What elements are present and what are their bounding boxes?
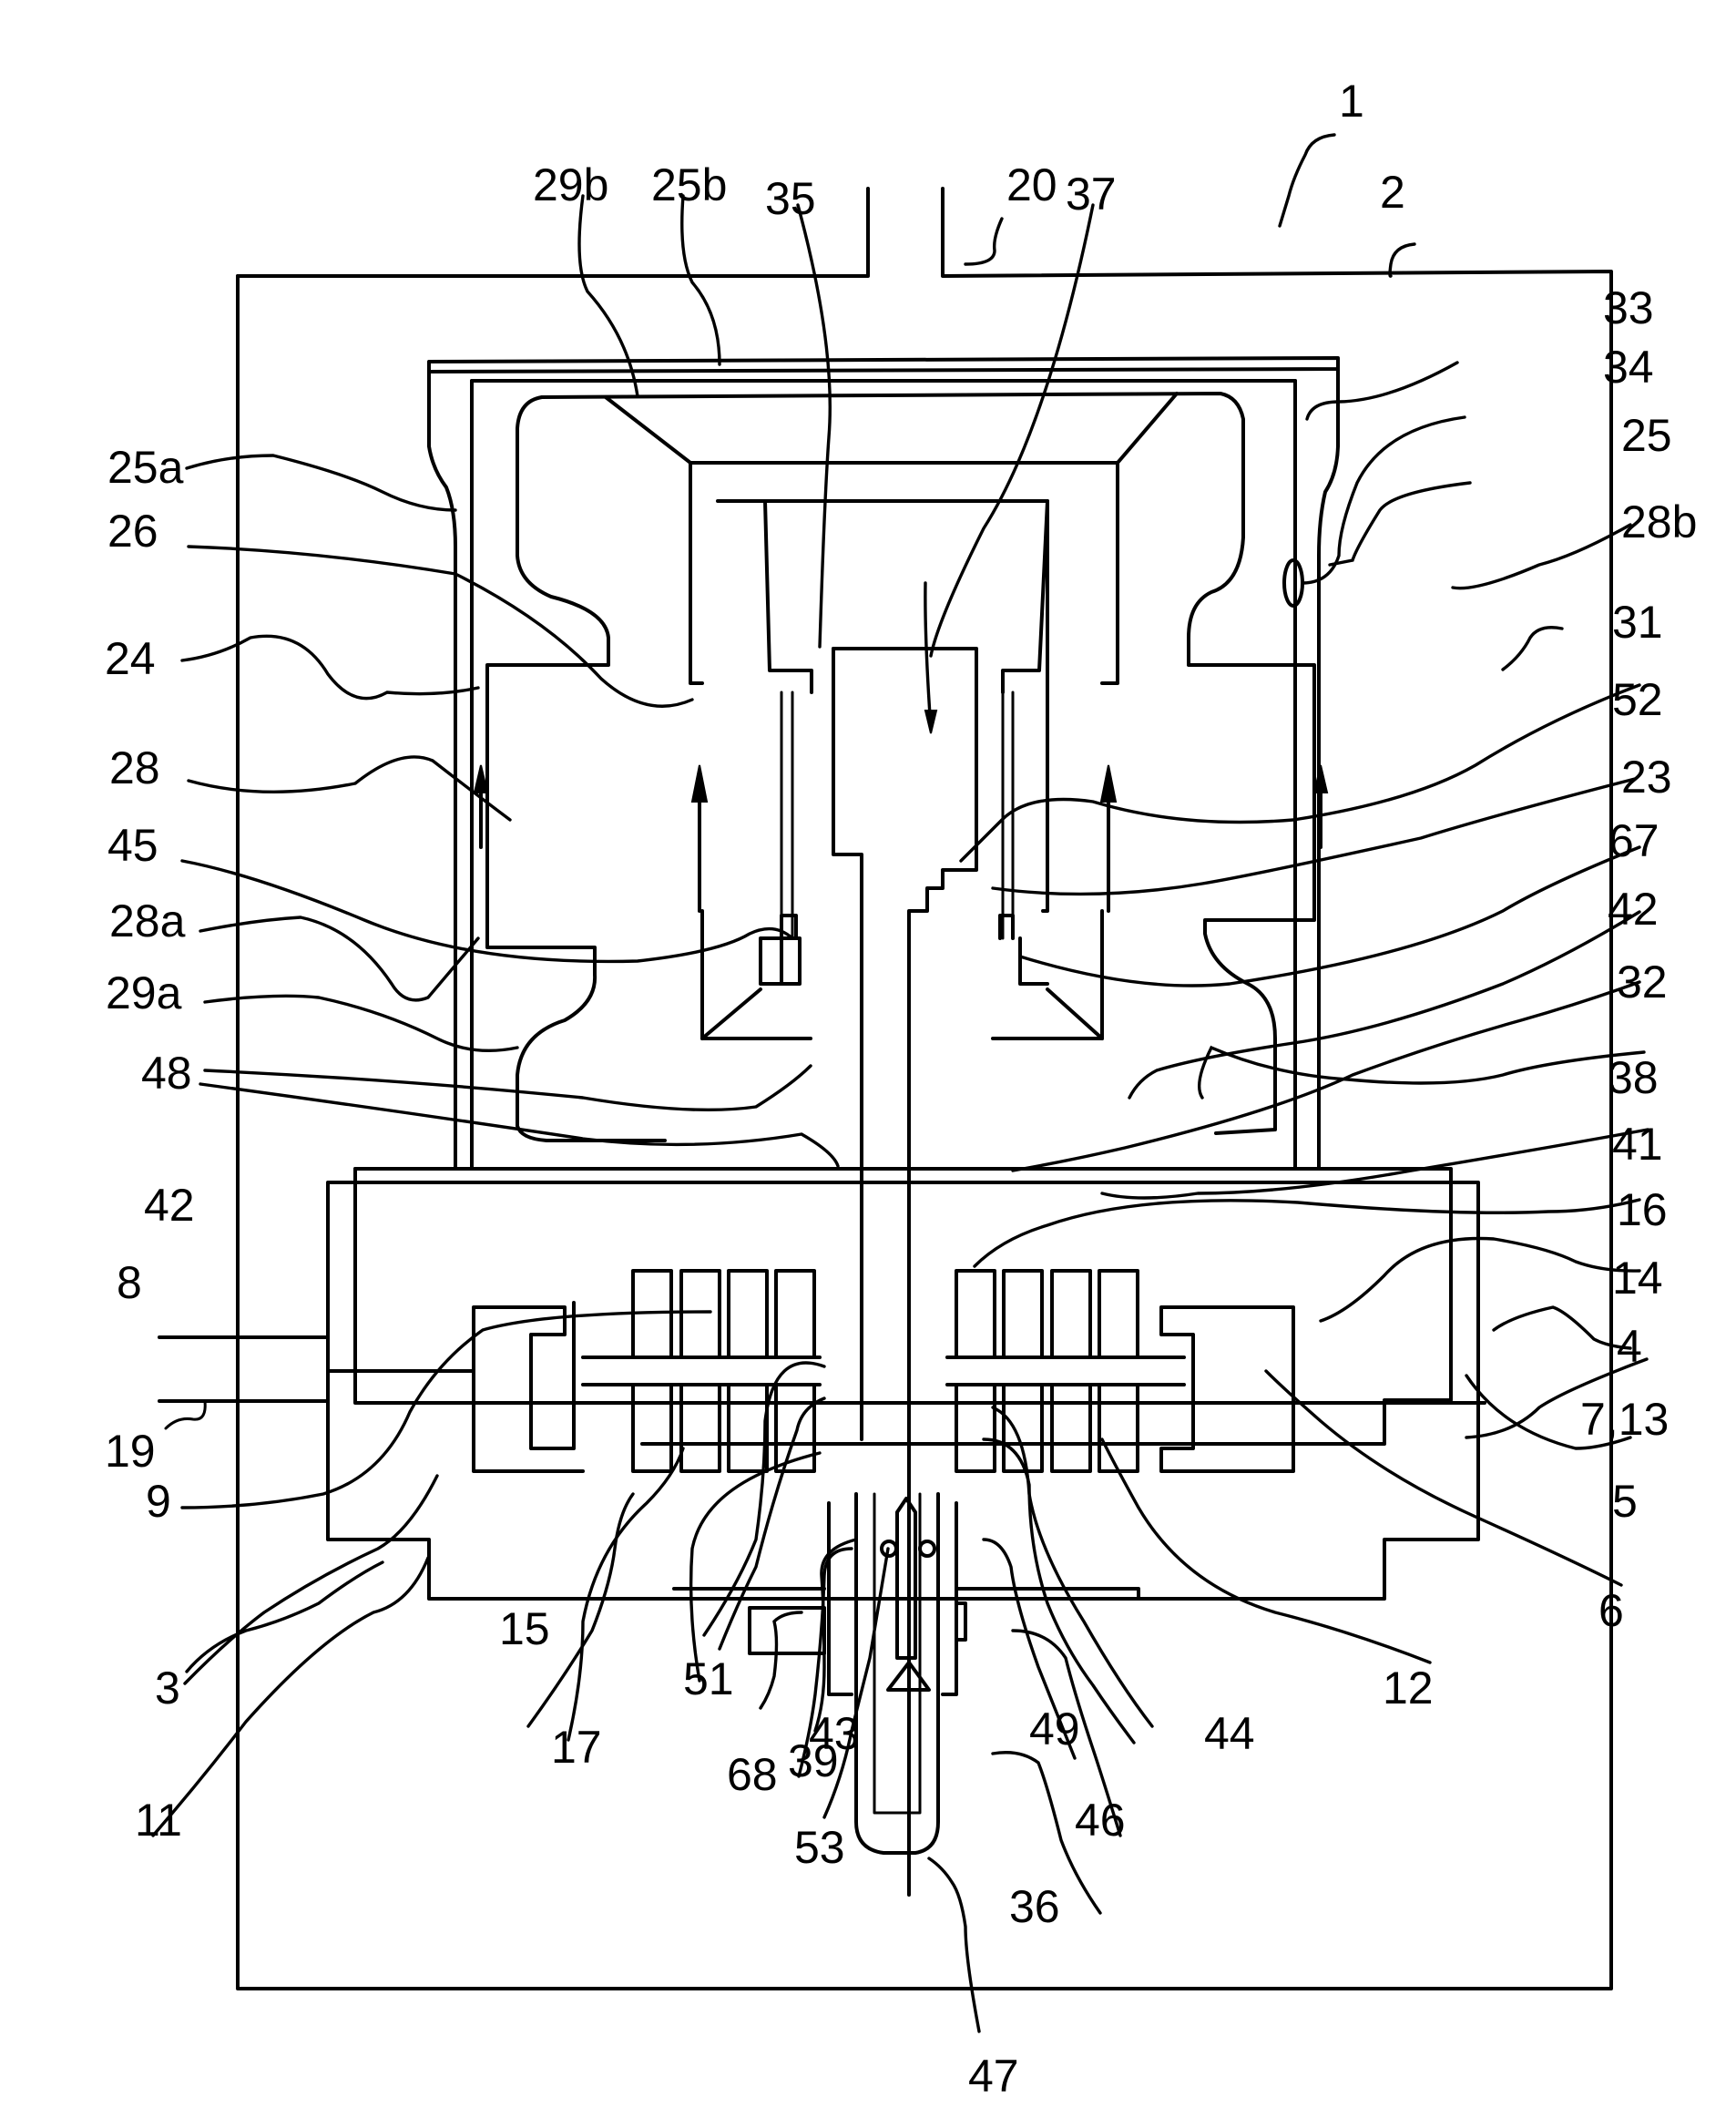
reference-label: 2 (1380, 167, 1405, 218)
lower-housing (158, 1167, 1486, 1601)
pump-disk (774, 1383, 816, 1473)
stage-hub (581, 1356, 1186, 1386)
bearing-cartridge (672, 1492, 1140, 1855)
reference-label: 42 (144, 1180, 195, 1231)
reference-labels: 1234567,1389111214151617192023242525a25b… (105, 76, 1697, 2102)
reference-label: 29b (533, 159, 608, 210)
reference-label: 17 (551, 1722, 602, 1773)
pump-disk (679, 1383, 721, 1473)
reference-label: 49 (1029, 1703, 1080, 1755)
reference-label: 6 (1598, 1585, 1624, 1636)
reference-label: 14 (1612, 1253, 1663, 1304)
reference-label: 52 (1612, 674, 1663, 725)
reference-label: 29a (106, 967, 182, 1018)
pump-disk (955, 1269, 996, 1359)
pump-disk (631, 1383, 673, 1473)
reference-label: 35 (765, 173, 816, 224)
pump-disk (1002, 1383, 1044, 1473)
pump-disk (727, 1269, 769, 1359)
reference-label: 44 (1204, 1708, 1255, 1759)
pump-disk (1002, 1269, 1044, 1359)
reference-label: 28b (1621, 496, 1697, 547)
flow-arrows (473, 558, 1329, 913)
reference-label: 15 (499, 1603, 550, 1654)
reference-label: 1 (1339, 76, 1364, 127)
reference-label: 31 (1612, 597, 1663, 648)
reference-label: 48 (141, 1048, 192, 1099)
reference-label: 28 (109, 742, 160, 793)
reference-label: 47 (968, 2051, 1019, 2102)
reference-label: 33 (1603, 282, 1654, 333)
pump-disk (774, 1269, 816, 1359)
reference-label: 42 (1608, 884, 1659, 935)
reference-label: 25a (107, 442, 184, 493)
reference-label: 37 (1066, 169, 1117, 220)
reference-label: 20 (1006, 159, 1057, 210)
pump-disk (955, 1383, 996, 1473)
pump-disk (727, 1383, 769, 1473)
reference-label: 23 (1621, 752, 1672, 803)
pump-disk (1098, 1269, 1139, 1359)
pump-stages (581, 1269, 1186, 1473)
reference-label: 24 (105, 633, 156, 684)
reference-label: 11 (135, 1795, 182, 1846)
reference-label: 32 (1617, 957, 1668, 1008)
reference-label: 4 (1617, 1321, 1642, 1372)
pump-disk (679, 1269, 721, 1359)
reference-label: 9 (146, 1476, 171, 1527)
reference-label: 5 (1612, 1476, 1638, 1527)
reference-label: 39 (788, 1735, 839, 1786)
cover-25 (427, 356, 1340, 1171)
reference-label: 46 (1075, 1795, 1126, 1846)
reference-label: 28a (109, 895, 186, 946)
pump-disk (1050, 1269, 1092, 1359)
reference-label: 16 (1617, 1184, 1668, 1235)
reference-label: 51 (683, 1653, 734, 1704)
reference-label: 26 (107, 506, 158, 557)
reference-label: 7,13 (1580, 1394, 1669, 1445)
pump-disk (1098, 1383, 1139, 1473)
reference-label: 25b (651, 159, 727, 210)
reference-label: 8 (117, 1257, 142, 1308)
reference-label: 68 (727, 1749, 778, 1800)
rotor (485, 392, 1316, 1142)
reference-label: 45 (107, 820, 158, 871)
reference-label: 19 (105, 1426, 156, 1477)
reference-label: 34 (1603, 342, 1654, 393)
housing (236, 187, 1613, 1990)
reference-label: 3 (155, 1662, 180, 1714)
reference-label: 12 (1383, 1662, 1434, 1714)
reference-label: 53 (794, 1822, 845, 1873)
reference-label: 67 (1608, 815, 1659, 866)
reference-label: 36 (1009, 1881, 1060, 1932)
pump-disk (1050, 1383, 1092, 1473)
leader-lines (151, 133, 1649, 2033)
reference-label: 25 (1621, 410, 1672, 461)
reference-label: 41 (1612, 1119, 1663, 1170)
reference-label: 38 (1608, 1052, 1659, 1103)
reference-label: 43 (809, 1708, 860, 1759)
shaft (700, 499, 1104, 1897)
